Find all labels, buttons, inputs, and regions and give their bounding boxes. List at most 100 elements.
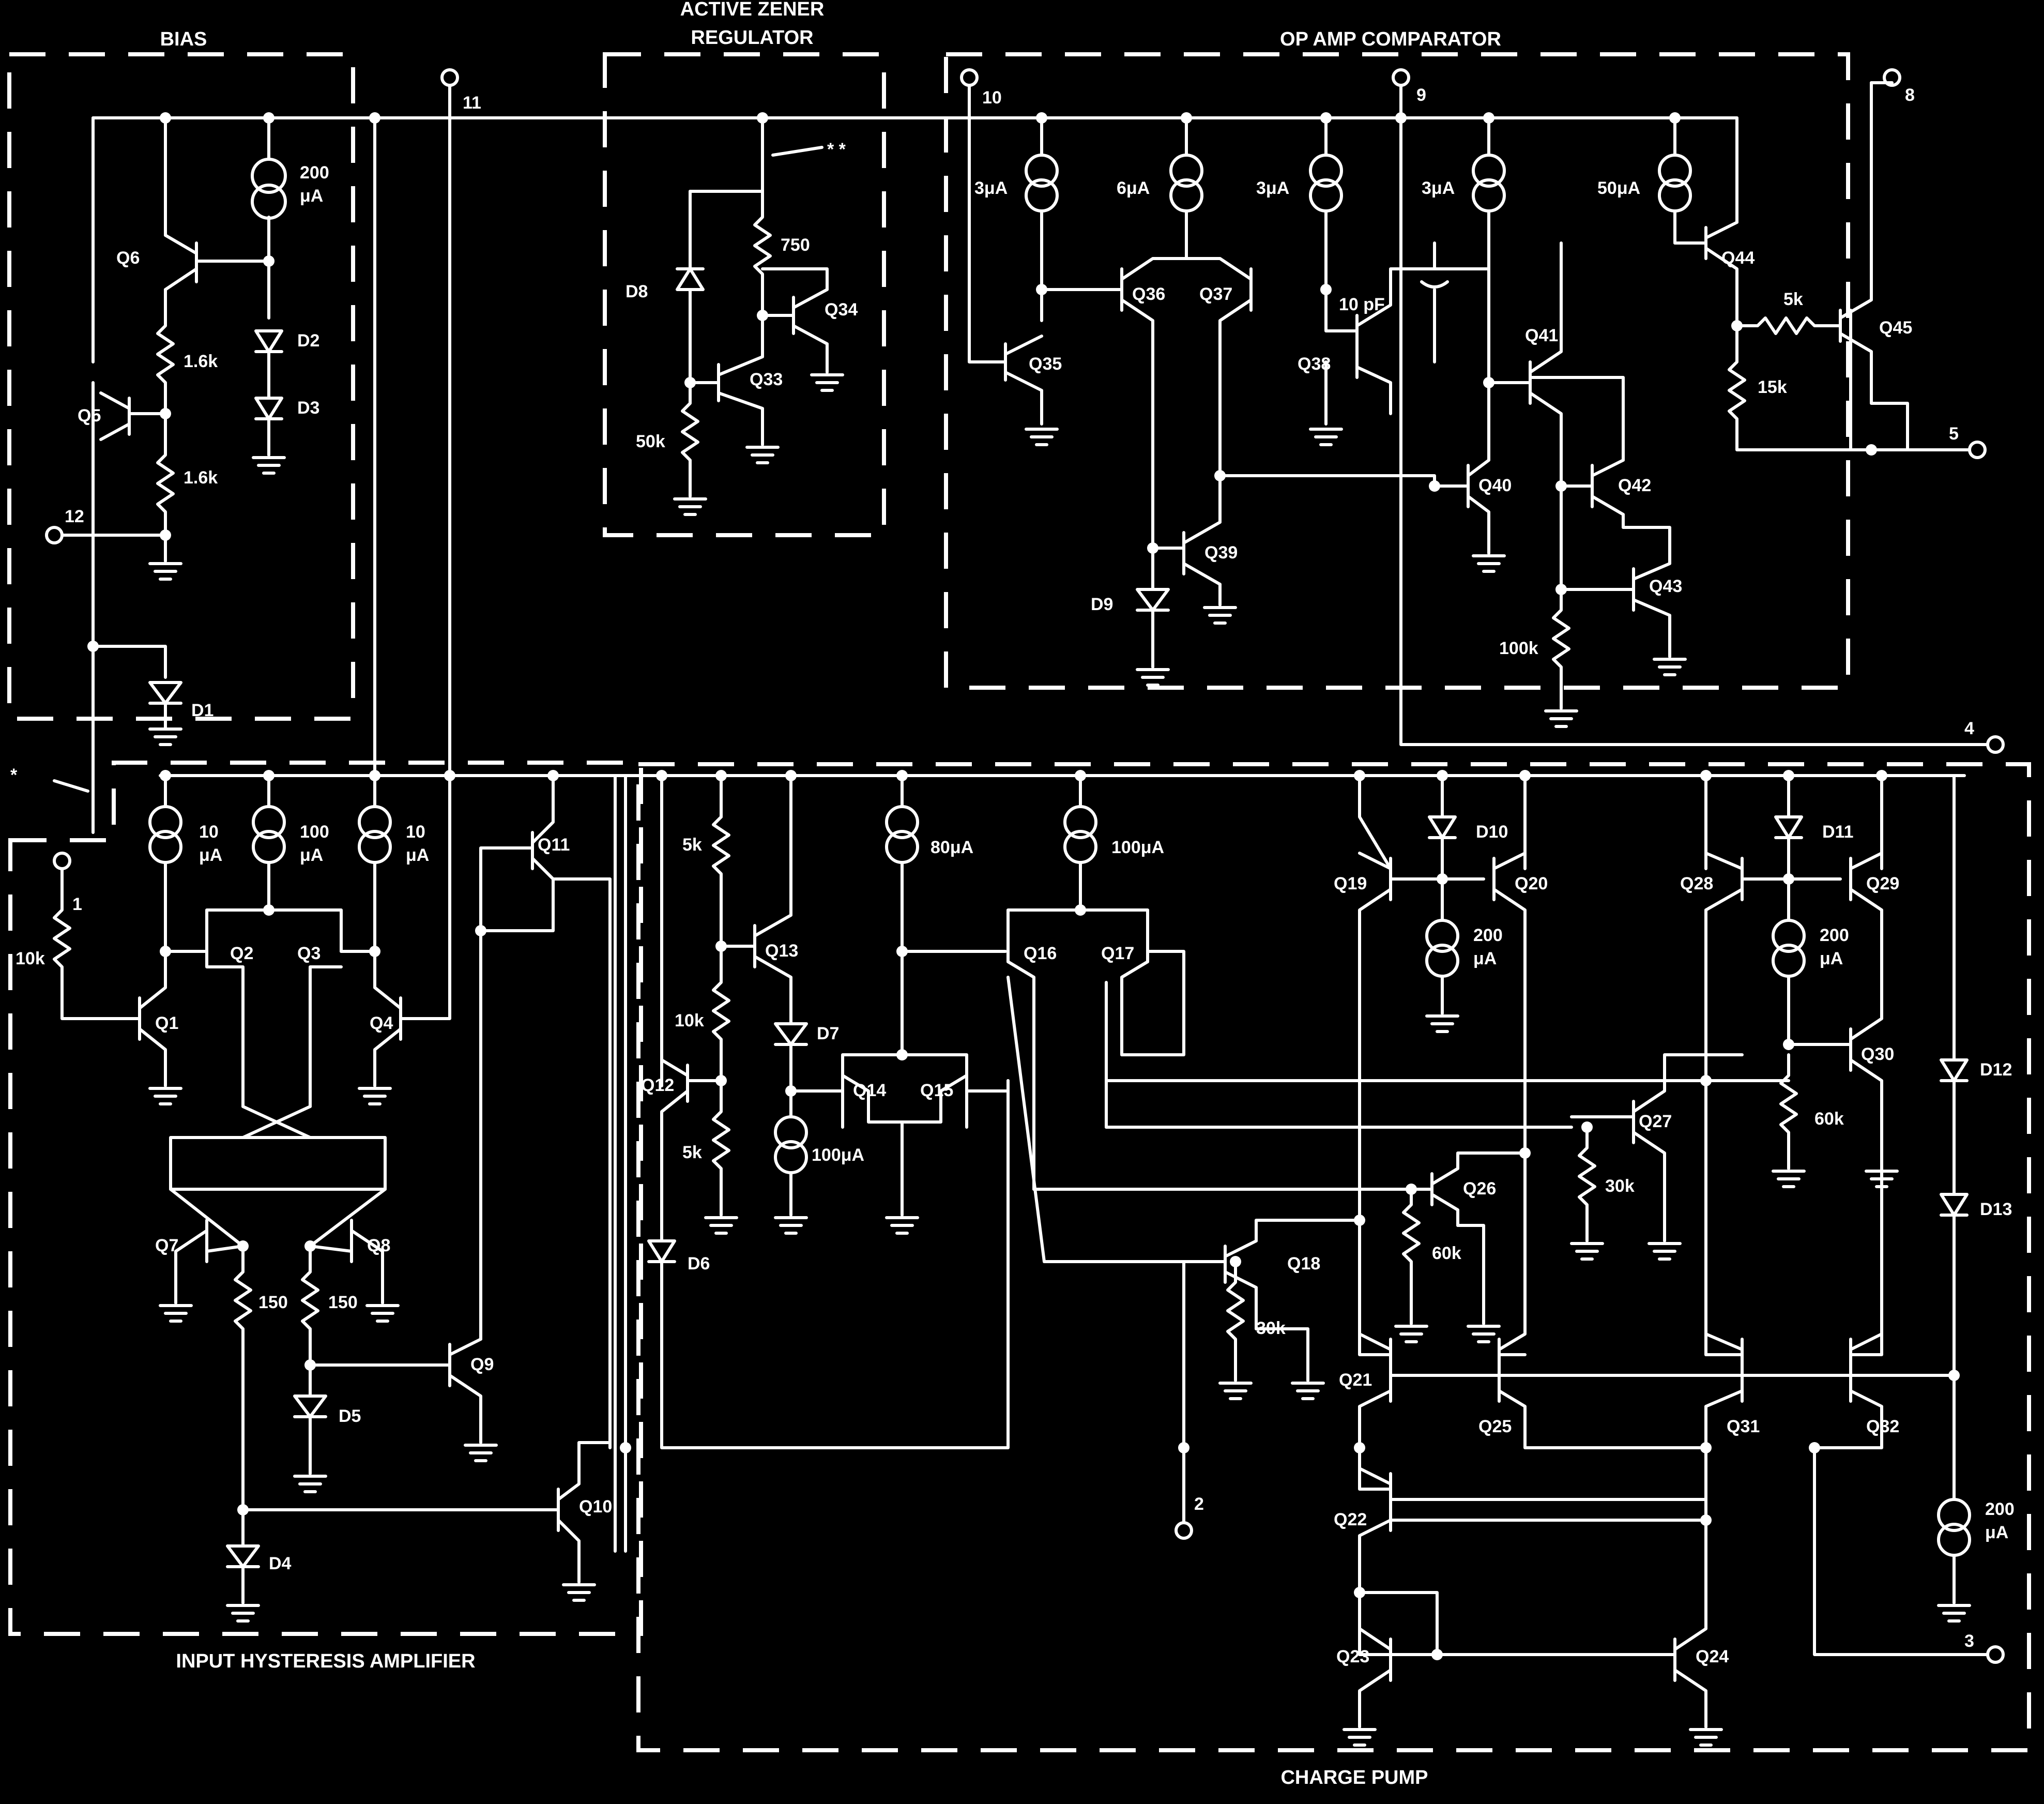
q21-transistor-icon	[1358, 1219, 1392, 1449]
pin-10-terminal	[960, 68, 979, 87]
cs-50ua-label: 50μA	[1597, 178, 1640, 198]
q6-label: Q6	[116, 248, 140, 268]
q4-transistor-icon	[373, 774, 451, 1087]
d2-diode-icon	[254, 329, 283, 353]
q17-label: Q17	[1101, 944, 1134, 963]
q20-label: Q20	[1515, 874, 1548, 893]
pin-4-label: 4	[1964, 719, 1974, 738]
r-50k-icon	[681, 381, 699, 498]
double-star-arrow-icon	[771, 146, 823, 157]
ground-icon	[1425, 975, 1459, 1033]
section-boxes	[7, 52, 2031, 1752]
r-15k-icon	[1728, 324, 1976, 451]
q28-label: Q28	[1680, 874, 1713, 893]
star-note: *	[10, 765, 18, 785]
ground-icon	[358, 1087, 392, 1105]
q25-label: Q25	[1478, 1417, 1512, 1436]
q38-label: Q38	[1298, 354, 1331, 374]
ground-icon	[1937, 1554, 1971, 1623]
d11-diode-icon	[1774, 815, 1803, 922]
ground-icon	[1203, 606, 1237, 625]
r-10k-q12-icon	[712, 945, 730, 1082]
r-5k-q13-label: 5k	[682, 835, 702, 855]
r-10k-q12-label: 10k	[675, 1011, 704, 1030]
q27-label: Q27	[1639, 1112, 1672, 1131]
cs-6ua-label: 6μA	[1117, 178, 1150, 198]
d11-label: D11	[1822, 822, 1854, 842]
r-5k-label: 5k	[1783, 290, 1803, 309]
q11-transistor-icon	[479, 774, 555, 932]
r-750-label: 750	[781, 235, 810, 255]
d9-diode-icon	[1136, 588, 1170, 669]
ground-icon	[1025, 428, 1059, 446]
ground-icon	[148, 1087, 182, 1105]
q11-label: Q11	[538, 835, 570, 855]
q9-transistor-icon	[448, 846, 534, 1444]
ground-icon	[226, 1604, 260, 1623]
cs-pin3-value: 200	[1985, 1499, 2015, 1519]
cs-pin3-unit: μA	[1985, 1523, 2008, 1542]
ground-icon	[1570, 1242, 1604, 1261]
cs-in-c-value: 10	[406, 822, 425, 842]
d12-diode-icon	[1940, 774, 1969, 1196]
q33-transistor-icon	[717, 314, 764, 446]
q43-label: Q43	[1649, 577, 1682, 596]
input-hysteresis-circuit	[53, 774, 627, 1623]
pin-3-terminal	[1986, 1645, 2005, 1664]
cs-in-c-unit: μA	[406, 845, 429, 865]
pin-3-label: 3	[1964, 1631, 1974, 1651]
q1-transistor-icon	[138, 950, 167, 1087]
cs-100ua-a-label: 100μA	[812, 1145, 864, 1165]
cs-in-a-value: 10	[199, 822, 219, 842]
d3-label: D3	[297, 398, 319, 418]
q22-transistor-icon	[1358, 1446, 1392, 1579]
q25-transistor-icon	[1498, 1151, 1707, 1449]
r-150-q7-label: 150	[258, 1293, 288, 1312]
q13-label: Q13	[765, 941, 798, 961]
rails	[91, 76, 1992, 777]
d4-label: D4	[269, 1554, 292, 1573]
d13-diode-icon	[1940, 1193, 1969, 1501]
star-arrow-icon	[53, 779, 89, 793]
junction-dots	[87, 112, 1960, 1660]
pin-10-label: 10	[982, 88, 1002, 108]
bias-circuit	[53, 116, 287, 834]
q27-transistor-icon	[1105, 1053, 1744, 1191]
q30-transistor-icon	[1787, 981, 1883, 1170]
q40-transistor-icon	[1433, 381, 1490, 555]
ground-icon	[562, 1583, 596, 1602]
q41-label: Q41	[1525, 326, 1558, 345]
d2-label: D2	[297, 331, 319, 351]
r-60k-q26-label: 60k	[1432, 1244, 1461, 1263]
cs-bias-value: 200	[300, 163, 329, 183]
bias-section-title: BIAS	[160, 28, 207, 50]
q5-label: Q5	[78, 406, 101, 426]
d8-label: D8	[626, 282, 648, 301]
ground-icon	[1689, 1728, 1723, 1747]
pin-12-terminal	[45, 526, 64, 544]
q42-label: Q42	[1618, 476, 1651, 495]
current-source-200ua-icon	[251, 158, 287, 194]
pin-9-terminal	[1392, 68, 1410, 87]
q21-label: Q21	[1339, 1370, 1372, 1390]
opamp-section-title: OP AMP COMPARATOR	[1280, 28, 1501, 50]
ground-icon	[885, 1120, 919, 1235]
q9-label: Q9	[470, 1355, 494, 1374]
ground-icon	[1648, 1188, 1682, 1261]
q44-transistor-icon	[1673, 116, 1738, 327]
ground-icon	[745, 446, 780, 464]
zener-section-title-line1: ACTIVE ZENER	[680, 0, 825, 20]
q37-label: Q37	[1199, 284, 1232, 304]
ground-icon	[159, 1304, 193, 1323]
r-30k-q27-icon	[1578, 1126, 1596, 1242]
r-50k-label: 50k	[636, 432, 665, 451]
q26-transistor-icon	[1430, 1151, 1527, 1227]
pin-11-label: 11	[463, 93, 481, 113]
r-150-q8-label: 150	[328, 1293, 358, 1312]
q2-q3-pair-icon	[164, 950, 376, 1108]
pin-8-label: 8	[1905, 85, 1915, 105]
q24-label: Q24	[1696, 1647, 1729, 1666]
cross-coupling-icon	[241, 1105, 312, 1139]
d5-diode-icon	[293, 1363, 327, 1475]
